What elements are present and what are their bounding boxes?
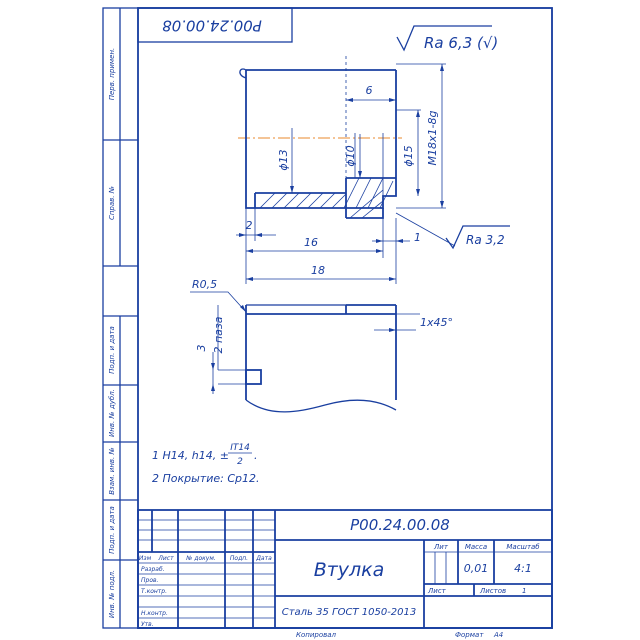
outer-frame [102, 7, 553, 629]
dim-d15-text: ϕ15 [402, 145, 415, 166]
roughness-local-text: Ra 3,2 [466, 233, 505, 247]
note-2: 2 Покрытие: Ср12. [152, 472, 260, 485]
technical-notes: 1 H14, h14, ± IT14 2 . 2 Покрытие: Ср12. [152, 443, 260, 485]
section-hatching [259, 177, 394, 219]
dim-d13-text: ϕ13 [277, 149, 290, 170]
dim-3-text: 3 [195, 345, 208, 352]
dim-d10-text: ϕ10 [344, 145, 357, 166]
row-razrab: Разраб. [141, 566, 165, 573]
roughness-general-text: Ra 6,3 (√) [424, 34, 498, 52]
sidebar-inv-dubl: Инв. № дубл. [108, 389, 116, 437]
col-list: Лист [157, 555, 174, 562]
col-dokum: № докум. [185, 555, 216, 562]
hdr-lit: Лит [433, 543, 449, 551]
material: Сталь 35 ГОСТ 1050-2013 [282, 607, 417, 618]
dim-thread: M18x1-8g [396, 63, 446, 209]
note-1-suffix: . [254, 449, 258, 462]
general-roughness: Ra 6,3 (√) [396, 25, 498, 52]
hdr-mass: Масса [465, 543, 487, 551]
part-name: Втулка [314, 559, 385, 581]
sidebar-podp-data-1: Подп. и дата [108, 326, 116, 374]
dim-1-text: 1 [414, 231, 421, 244]
inner-frame [137, 7, 553, 629]
dim-2: 2 [236, 208, 276, 241]
hdr-scale: Масштаб [506, 543, 540, 551]
dim-thread-text: M18x1-8g [426, 111, 439, 166]
dim-6-text: 6 [366, 84, 373, 97]
footer-copied: Копировал [296, 631, 337, 639]
col-izm: Изм [139, 555, 152, 562]
dim-d10: ϕ10 [344, 134, 362, 178]
mass-value: 0,01 [464, 562, 489, 575]
mirrored-code: P00.24.00.08 [162, 17, 262, 35]
dim-6: 6 [346, 84, 396, 102]
radius-text: R0,5 [192, 278, 217, 291]
left-sidebar: Перв. примен. Справ. № Подп. и дата Инв.… [103, 8, 138, 628]
dim-2-text: 2 [246, 219, 253, 232]
dim-16-text: 16 [304, 236, 318, 249]
dim-d13: ϕ13 [277, 128, 294, 193]
sidebar-perv-primen: Перв. примен. [108, 48, 116, 101]
top-code-box [137, 7, 293, 43]
scale-value: 4:1 [514, 562, 532, 575]
note-1-prefix: 1 H14, h14, ± [152, 449, 229, 462]
footer-format-label: Формат [455, 631, 484, 639]
sidebar-inv-podl: Инв. № подл. [108, 570, 116, 618]
groove-note-text: 2 паза [212, 316, 225, 353]
sidebar-podp-data-2: Подп. и дата [108, 506, 116, 554]
note-1-fraction-den: 2 [237, 457, 243, 467]
sidebar-vzam-inv: Взам. инв. № [108, 447, 116, 495]
sheets-label: Листов [479, 587, 506, 595]
part-outer-view: 3 2 паза R0,5 1x45° [190, 278, 453, 413]
local-roughness: Ra 3,2 [395, 212, 510, 250]
dim-d15: ϕ15 [396, 109, 421, 196]
note-1-fraction-num: IT14 [230, 443, 250, 453]
dim-18-text: 18 [311, 264, 325, 277]
row-tkontr: Т.контр. [141, 588, 167, 595]
row-prov: Пров. [141, 577, 159, 584]
dim-18: 18 [245, 246, 397, 284]
col-podp: Подп. [230, 555, 248, 562]
sheet-label: Лист [427, 587, 447, 595]
chamfer-text: 1x45° [420, 316, 453, 329]
part-section-view [238, 56, 402, 219]
sheets-value: 1 [522, 587, 526, 595]
row-utv: Утв. [141, 621, 154, 628]
col-data: Дата [255, 555, 272, 562]
designation: P00.24.00.08 [350, 516, 450, 534]
title-block: P00.24.00.08 Изм Лист № докум. Подп. Дат… [137, 509, 553, 629]
sidebar-sprav-no: Справ. № [108, 186, 116, 220]
row-nkontr: Н.контр. [141, 610, 168, 617]
footer-format-value: A4 [493, 631, 503, 639]
dim-16: 16 [245, 218, 384, 258]
dim-1: 1 [372, 218, 421, 246]
